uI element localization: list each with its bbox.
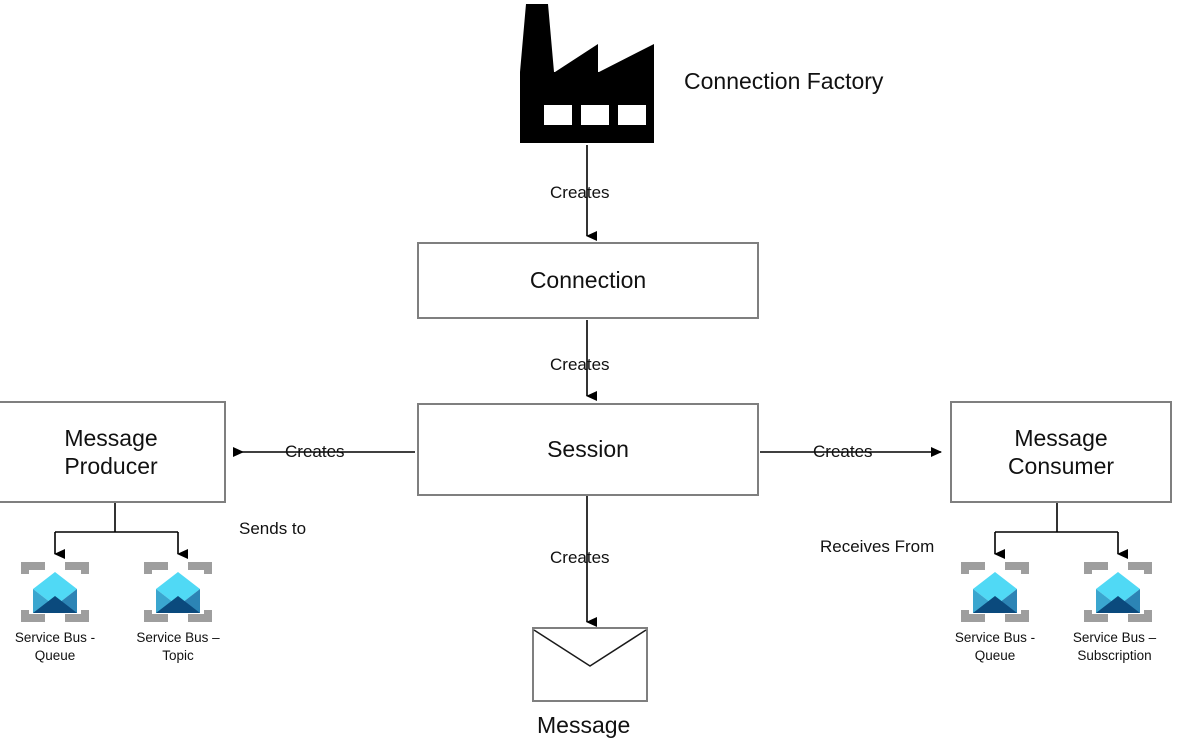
connection-factory-label: Connection Factory (684, 68, 884, 94)
edge-label-session-to-producer: Creates (285, 442, 345, 461)
edge-label-connection-to-session: Creates (550, 355, 610, 374)
consumer-queue-label: Service Bus - Queue (954, 630, 1036, 664)
edge-label-session-to-consumer: Creates (813, 442, 873, 461)
edge-label-sends-to: Sends to (239, 519, 307, 538)
message-producer-box[interactable]: Message Producer (0, 401, 226, 503)
edge-label-session-to-message: Creates (550, 548, 610, 567)
service-bus-icon (961, 562, 1029, 622)
edge-label-factory-to-connection: Creates (550, 183, 610, 202)
service-bus-icon (21, 562, 89, 622)
factory-icon (520, 4, 654, 143)
connection-box[interactable]: Connection (417, 242, 759, 319)
producer-queue-label: Service Bus - Queue (14, 630, 96, 664)
consumer-subscription-label: Service Bus – Subscription (1072, 630, 1157, 664)
edge-label-receives-from: Receives From (820, 537, 935, 556)
service-bus-icon (144, 562, 212, 622)
envelope-icon (532, 627, 648, 702)
session-box[interactable]: Session (417, 403, 759, 496)
service-bus-icon (1084, 562, 1152, 622)
message-label: Message (537, 712, 631, 738)
producer-topic-label: Service Bus – Topic (136, 630, 220, 664)
message-consumer-box[interactable]: Message Consumer (950, 401, 1172, 503)
